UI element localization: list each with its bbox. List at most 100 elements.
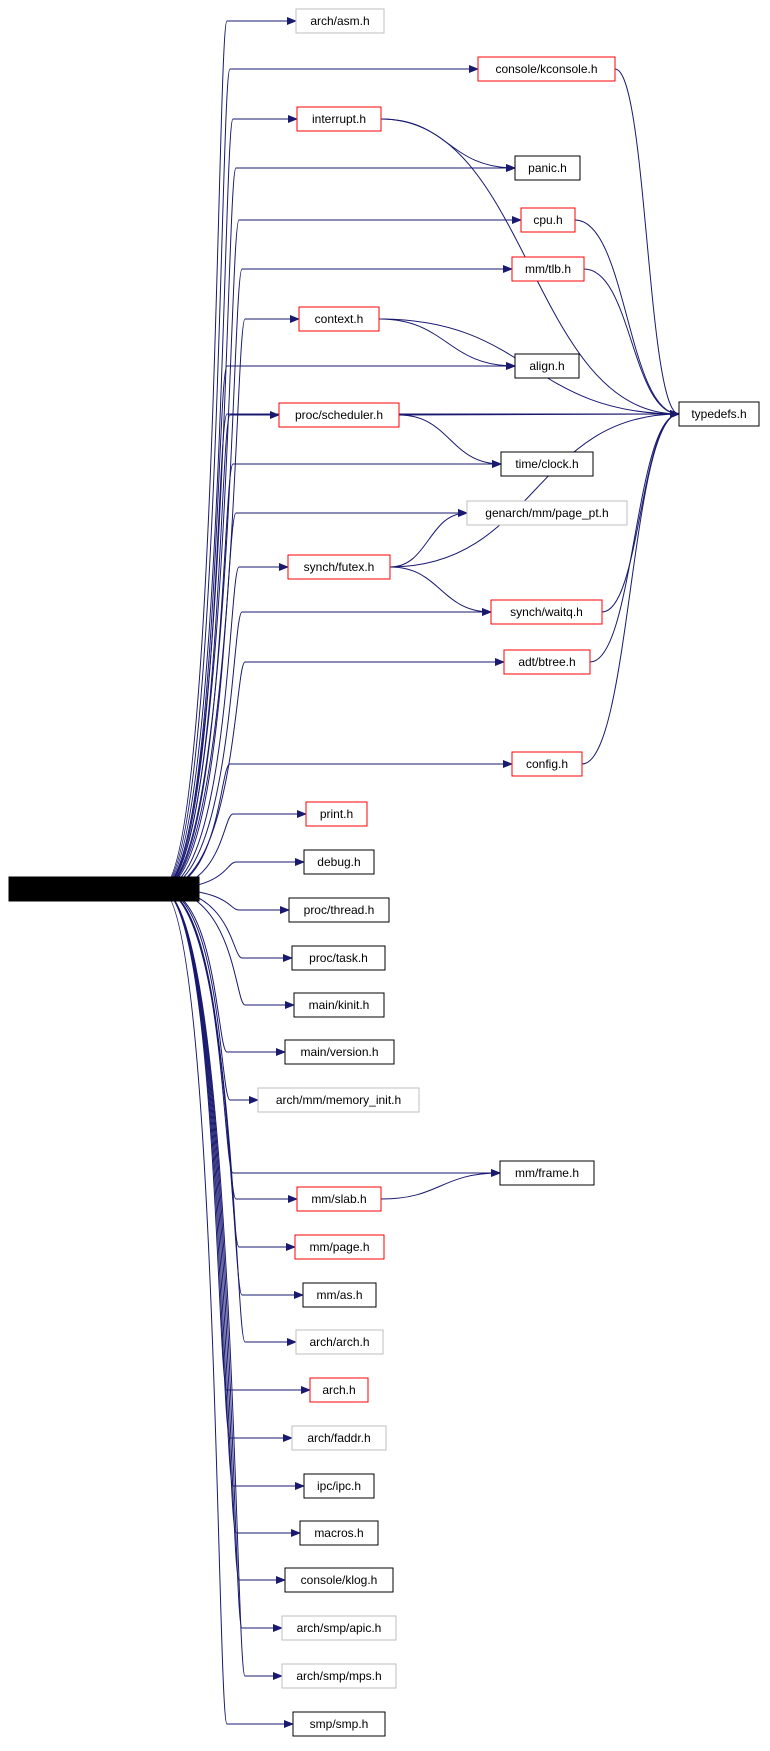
node-box [503, 649, 591, 675]
node-typedefs[interactable]: typedefs.h [678, 401, 760, 427]
node-box [299, 1520, 379, 1546]
node-box [514, 155, 581, 181]
edge-root-to-typedefs [159, 410, 680, 890]
edge-root-to-debug [159, 858, 305, 890]
edge-root-to-arch_smp_mps [159, 888, 283, 1680]
node-main-version[interactable]: main/version.h [284, 1039, 395, 1065]
node-box [477, 56, 616, 82]
edge-adt_btree-to-typedefs [589, 410, 680, 663]
node-label: context.h [315, 312, 364, 326]
node-label: synch/waitq.h [510, 605, 583, 619]
node-time-clock[interactable]: time/clock.h [500, 451, 594, 477]
node-label: genarch/mm/page_pt.h [485, 506, 608, 520]
edge-mm_slab-to-mm_frame [380, 1169, 501, 1200]
node-cpu[interactable]: cpu.h [520, 207, 576, 233]
node-label: arch/smp/mps.h [296, 1669, 381, 1683]
node-proc-thread[interactable]: proc/thread.h [288, 897, 390, 923]
node-main-kinit[interactable]: main/kinit.h [293, 992, 385, 1018]
node-label: panic.h [528, 161, 567, 175]
node-label: time/clock.h [515, 457, 578, 471]
node-label: mm/slab.h [311, 1192, 366, 1206]
node-panic[interactable]: panic.h [514, 155, 581, 181]
node-smp-smp[interactable]: smp/smp.h [292, 1711, 386, 1737]
node-mm-frame[interactable]: mm/frame.h [499, 1160, 595, 1186]
node-box [298, 306, 380, 332]
node-console-klog[interactable]: console/klog.h [284, 1567, 394, 1593]
node-synch-waitq[interactable]: synch/waitq.h [490, 599, 603, 625]
node-box [514, 353, 580, 379]
node-label: proc/thread.h [304, 903, 375, 917]
edge-root-to-arch_arch [159, 888, 297, 1346]
node-label: adt/btree.h [518, 655, 575, 669]
node-config[interactable]: config.h [511, 751, 583, 777]
edge-root-to-arch_memory_init [159, 888, 259, 1104]
node-arch-memory-init[interactable]: arch/mm/memory_init.h [257, 1087, 420, 1113]
node-mm-slab[interactable]: mm/slab.h [296, 1186, 382, 1212]
edge-root-to-genarch_page_pt [159, 509, 468, 890]
node-label: synch/futex.h [304, 560, 375, 574]
node-box [303, 849, 375, 875]
node-box [490, 599, 603, 625]
node-arch-arch[interactable]: arch/arch.h [295, 1329, 384, 1355]
edge-synch_futex-to-genarch_page_pt [389, 509, 468, 568]
node-box [257, 1087, 420, 1113]
node-debug[interactable]: debug.h [303, 849, 375, 875]
node-arch-smp-apic[interactable]: arch/smp/apic.h [281, 1615, 397, 1641]
node-proc-scheduler[interactable]: proc/scheduler.h [278, 402, 400, 428]
node-label: cpu.h [533, 213, 562, 227]
node-box [295, 8, 385, 34]
edge-root-to-smp_smp [159, 888, 294, 1728]
node-genarch-page-pt[interactable]: genarch/mm/page_pt.h [466, 500, 628, 526]
edge-root-to-mm_page [159, 888, 296, 1251]
edge-root-to-time_clock [159, 460, 502, 890]
node-box [281, 1663, 397, 1689]
node-label: smp/smp.h [310, 1717, 369, 1731]
node-box [511, 751, 583, 777]
node-console-kconsole[interactable]: console/kconsole.h [477, 56, 616, 82]
edge-synch_futex-to-synch_waitq [389, 566, 492, 616]
node-label: debug.h [317, 855, 360, 869]
node-synch-futex[interactable]: synch/futex.h [287, 554, 391, 580]
node-label: mm/frame.h [515, 1166, 579, 1180]
node-box [293, 992, 385, 1018]
node-label: macros.h [314, 1526, 363, 1540]
node-macros[interactable]: macros.h [299, 1520, 379, 1546]
node-box [500, 451, 594, 477]
node-ipc-ipc[interactable]: ipc/ipc.h [303, 1473, 375, 1499]
node-label: mm/page.h [309, 1240, 369, 1254]
edge-root-to-proc_task [159, 888, 293, 962]
edge-root-to-mm_tlb [159, 265, 513, 890]
node-box [309, 1377, 369, 1403]
node-proc-task[interactable]: proc/task.h [291, 945, 386, 971]
node-box [520, 207, 576, 233]
node-arch-smp-mps[interactable]: arch/smp/mps.h [281, 1663, 397, 1689]
node-mm-as[interactable]: mm/as.h [302, 1282, 377, 1308]
node-box [302, 1282, 377, 1308]
node-box [296, 106, 382, 132]
node-label: main/kinit.h [309, 998, 370, 1012]
node-print[interactable]: print.h [305, 801, 368, 827]
node-adt-btree[interactable]: adt/btree.h [503, 649, 591, 675]
node-box [295, 1329, 384, 1355]
edge-root-to-proc_thread [159, 888, 290, 914]
node-arch[interactable]: arch.h [309, 1377, 369, 1403]
node-mm-page[interactable]: mm/page.h [294, 1234, 385, 1260]
edge-root-to-arch [159, 888, 311, 1394]
edge-root-to-arch_smp_apic [159, 888, 283, 1632]
node-context[interactable]: context.h [298, 306, 380, 332]
node-interrupt[interactable]: interrupt.h [296, 106, 382, 132]
node-box [284, 1039, 395, 1065]
node-box [303, 1473, 375, 1499]
node-box [292, 1711, 386, 1737]
node-label: config.h [526, 757, 568, 771]
node-label: align.h [529, 359, 564, 373]
node-label: console/kconsole.h [495, 62, 597, 76]
edge-console_kconsole-to-typedefs [614, 68, 680, 418]
node-arch-asm[interactable]: arch/asm.h [295, 8, 385, 34]
node-align[interactable]: align.h [514, 353, 580, 379]
edge-root-to-main_kinit [159, 888, 295, 1009]
node-mm-tlb[interactable]: mm/tlb.h [511, 256, 585, 282]
node-arch-faddr[interactable]: arch/faddr.h [291, 1425, 387, 1451]
edge-root-to-config [159, 760, 513, 890]
